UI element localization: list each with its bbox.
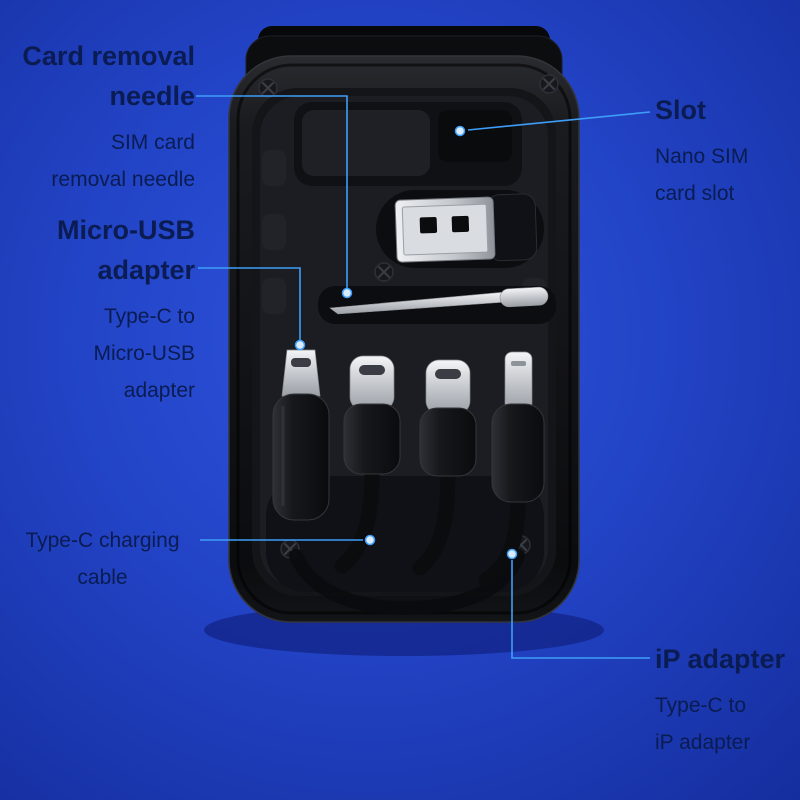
- callout-micro-usb-adapter: Micro-USB adapter Type-C to Micro-USB ad…: [0, 210, 195, 409]
- leader-ip-adapter: [511, 560, 650, 659]
- subtitle-line: SIM card: [110, 131, 195, 154]
- callout-dot: [506, 548, 518, 560]
- subtitle-line: removal needle: [51, 168, 195, 191]
- callout-card-removal-needle: Card removal needle SIM card removal nee…: [0, 36, 195, 198]
- screws: [258, 74, 559, 559]
- screw: [374, 262, 394, 282]
- callout-title: Slot: [655, 95, 706, 125]
- leader-micro-usb: [198, 267, 301, 340]
- sim-ejector-needle: [329, 286, 549, 315]
- callout-subtitle: Nano SIM card slot: [655, 138, 800, 212]
- title-line: needle: [109, 81, 195, 111]
- coiled-cable: [289, 549, 525, 616]
- type-c-connector-1: [334, 355, 401, 574]
- tray-tab: [262, 150, 286, 186]
- leader-card-removal: [196, 95, 348, 288]
- subtitle-line: cable: [77, 566, 128, 589]
- screw: [280, 539, 300, 559]
- callout-title: Micro-USB adapter: [0, 210, 195, 290]
- screw: [258, 78, 278, 98]
- callout-subtitle: SIM card removal needle: [0, 124, 195, 198]
- micro-usb-adapter: [272, 349, 330, 521]
- type-c-connector-2: [412, 359, 477, 576]
- callout-dot: [364, 534, 376, 546]
- subtitle-line: Micro-USB: [93, 342, 195, 365]
- callout-title: iP adapter: [655, 644, 786, 674]
- lightning-connector: [478, 351, 545, 588]
- subtitle-line: card slot: [655, 182, 735, 205]
- tray-tab: [262, 214, 286, 250]
- callout-dot: [454, 125, 466, 137]
- callout-type-c-charging-cable: Type-C charging cable: [5, 522, 200, 596]
- leader-slot: [467, 111, 651, 131]
- callout-subtitle: Type-C to iP adapter: [655, 687, 800, 761]
- card-tray: [302, 110, 430, 176]
- callout-subtitle: Type-C charging cable: [5, 522, 200, 596]
- title-line: Card removal: [22, 41, 195, 71]
- title-line: Micro-USB: [56, 215, 195, 245]
- callout-subtitle: Type-C to Micro-USB adapter: [0, 298, 195, 409]
- title-line: adapter: [97, 255, 195, 285]
- subtitle-line: Type-C to: [655, 694, 747, 717]
- usb-a-adapter: [394, 193, 538, 263]
- callout-dot: [294, 339, 306, 351]
- callout-dot: [341, 287, 353, 299]
- callout-ip-adapter: iP adapter Type-C to iP adapter: [655, 639, 800, 761]
- callout-slot: Slot Nano SIM card slot: [655, 90, 800, 212]
- subtitle-line: Nano SIM: [655, 145, 749, 168]
- tray-tab: [262, 278, 286, 314]
- screw: [539, 74, 559, 94]
- subtitle-line: Type-C charging: [25, 529, 180, 552]
- subtitle-line: iP adapter: [655, 731, 751, 754]
- callout-title: Card removal needle: [0, 36, 195, 116]
- subtitle-line: adapter: [123, 379, 195, 402]
- subtitle-line: Type-C to: [103, 305, 195, 328]
